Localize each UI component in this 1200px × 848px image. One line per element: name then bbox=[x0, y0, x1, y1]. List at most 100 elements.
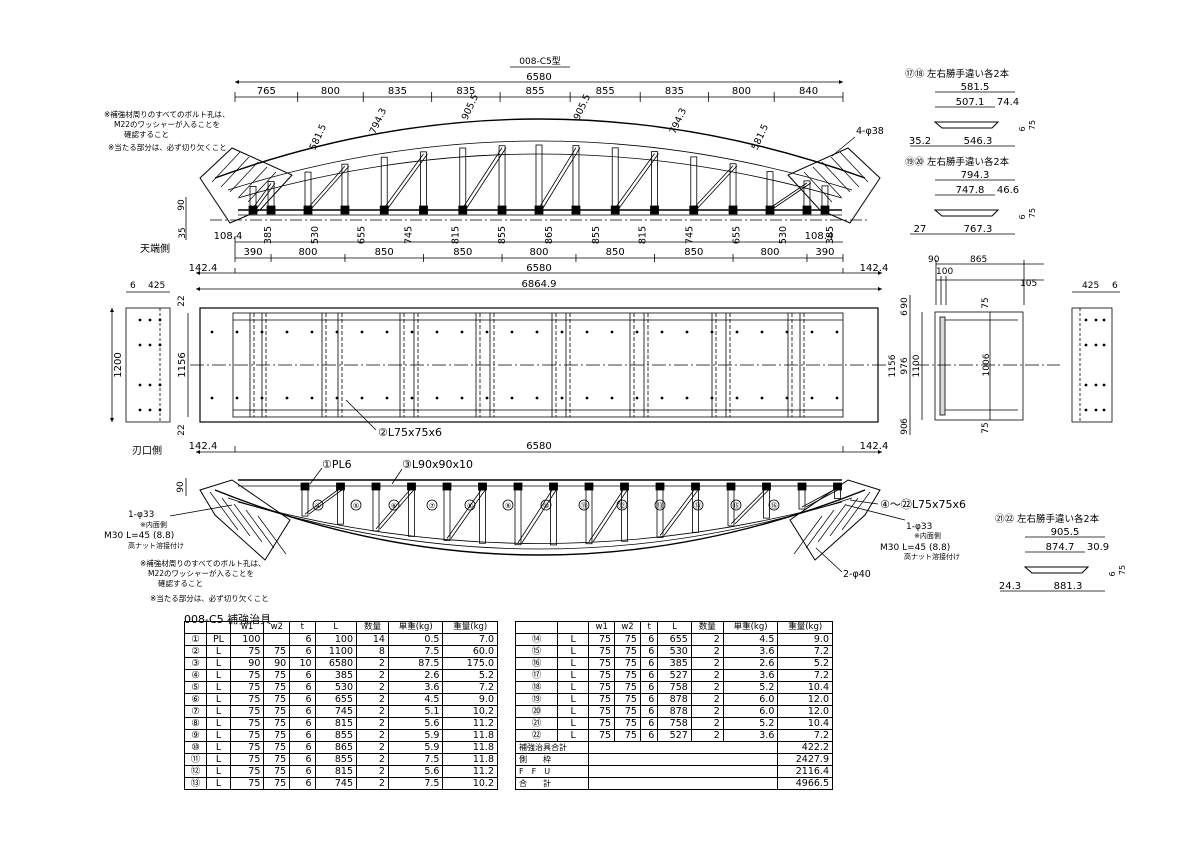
table-cell: 2 bbox=[690, 633, 724, 646]
table-cell: 6 bbox=[289, 717, 316, 730]
section-left-dim: 6 bbox=[900, 418, 910, 424]
table-cell: 6580 bbox=[314, 657, 358, 670]
table-cell: 75 bbox=[588, 681, 616, 694]
table-cell: L bbox=[205, 669, 231, 682]
top-upper-dim: 855 bbox=[596, 86, 615, 97]
table-cell: 855 bbox=[314, 753, 358, 766]
section-right-75-top: 75 bbox=[981, 297, 991, 308]
table-cell: ⑰ bbox=[515, 669, 558, 682]
table-cell: 7.5 bbox=[387, 777, 444, 790]
table-cell: 6 bbox=[289, 753, 316, 766]
table-cell: 6 bbox=[289, 633, 316, 646]
drawing-code: 008-C5型 bbox=[519, 56, 560, 67]
table-cell: 75 bbox=[614, 681, 641, 694]
table-cell: 2 bbox=[356, 657, 389, 670]
table-cell: L bbox=[205, 657, 231, 670]
table-cell: 7.2 bbox=[777, 669, 833, 682]
top-vert-height: 385 bbox=[263, 226, 274, 244]
table-cell: 6 bbox=[639, 669, 659, 682]
table-cell: ⑬ bbox=[184, 777, 207, 790]
detail-mid-length: 747.8 bbox=[956, 185, 985, 196]
table-cell: 6 bbox=[289, 645, 316, 658]
table-cell: 75 bbox=[263, 777, 291, 790]
table-cell: 3.6 bbox=[722, 729, 779, 742]
table-cell: 2 bbox=[690, 717, 724, 730]
plan-margin-left: 142.4 bbox=[189, 263, 218, 274]
table-header: 数量 bbox=[356, 621, 389, 634]
top-vert-height: 745 bbox=[404, 226, 415, 244]
table-cell: ③ bbox=[184, 657, 207, 670]
table-cell: 75 bbox=[229, 705, 265, 718]
summary-value: 2116.4 bbox=[777, 765, 833, 778]
table-cell: 12.0 bbox=[777, 705, 833, 718]
detail-title: ㉑㉒ 左右勝手違い各2本 bbox=[995, 513, 1100, 525]
table-cell: 100 bbox=[229, 633, 265, 646]
detail-mid-right: 74.4 bbox=[997, 97, 1019, 108]
table-cell: 2 bbox=[690, 657, 724, 670]
table-cell: 527 bbox=[657, 729, 692, 742]
top-note2: ※当たる部分は、必ず切り欠くこと bbox=[108, 142, 227, 152]
table-cell: 75 bbox=[588, 669, 616, 682]
detail-title: ⑰⑱ 左右勝手違い各2本 bbox=[905, 68, 1010, 80]
table-cell: 6 bbox=[289, 777, 316, 790]
summary-label: 合 計 bbox=[514, 777, 590, 790]
detail-bottom-left: 27 bbox=[914, 224, 927, 235]
table-cell: 5.2 bbox=[722, 681, 779, 694]
table-cell: 10.4 bbox=[777, 717, 833, 730]
top-upper-dim: 765 bbox=[257, 86, 276, 97]
table-cell: 6 bbox=[639, 633, 659, 646]
detail-bottom-length: 881.3 bbox=[1054, 581, 1083, 592]
plan-margin-right: 142.4 bbox=[860, 263, 889, 274]
table-cell: 6 bbox=[289, 681, 316, 694]
bottom-note1-c: 確認すること bbox=[158, 578, 203, 588]
table-cell: 5.1 bbox=[387, 705, 444, 718]
table-cell: 9.0 bbox=[777, 633, 833, 646]
table-cell: 7.5 bbox=[387, 645, 444, 658]
member-number-mark: ⑪ bbox=[581, 502, 588, 510]
section-right-75-bottom: 75 bbox=[981, 422, 991, 433]
side-label-bottom: 刃口側 bbox=[132, 444, 162, 457]
table-header bbox=[184, 621, 207, 634]
table-cell: 2 bbox=[356, 765, 389, 778]
table-cell: 5.6 bbox=[387, 765, 444, 778]
table-cell: 7.2 bbox=[777, 645, 833, 658]
member-number-mark: ⑭ bbox=[695, 502, 702, 510]
table-cell: 1100 bbox=[314, 645, 358, 658]
table-cell: 865 bbox=[314, 741, 358, 754]
table-cell: 11.8 bbox=[442, 741, 498, 754]
table-cell: 2 bbox=[356, 777, 389, 790]
table-cell: ⑩ bbox=[184, 741, 207, 754]
member-number-mark: ⑥ bbox=[391, 502, 397, 510]
top-upper-dim: 800 bbox=[732, 86, 751, 97]
bottom-l75-label: ④〜㉒L75x75x6 bbox=[880, 498, 966, 511]
table-cell: 75 bbox=[263, 717, 291, 730]
table-cell: ⑱ bbox=[515, 681, 558, 694]
table-cell: 75 bbox=[263, 729, 291, 742]
table-cell: 3.6 bbox=[722, 645, 779, 658]
table-header: 単重(kg) bbox=[387, 621, 444, 634]
top-overall-dim: 6580 bbox=[526, 72, 551, 83]
table-cell: 5.2 bbox=[722, 717, 779, 730]
bottom-left-dim: 90 bbox=[176, 481, 186, 493]
table-cell: L bbox=[205, 645, 231, 658]
top-diag-length: 581.5 bbox=[308, 123, 329, 152]
table-cell: 11.8 bbox=[442, 729, 498, 742]
table-cell: 745 bbox=[314, 705, 358, 718]
summary-value: 4966.5 bbox=[777, 777, 833, 790]
table-cell: 7.0 bbox=[442, 633, 498, 646]
summary-label: F F U bbox=[514, 765, 590, 778]
detail-thickness: 6 bbox=[1018, 126, 1027, 131]
table-cell: 2 bbox=[690, 705, 724, 718]
table-cell: 75 bbox=[263, 741, 291, 754]
detail-bottom-left: 35.2 bbox=[909, 136, 931, 147]
table-cell: ⑮ bbox=[515, 645, 558, 658]
table-cell: 75 bbox=[229, 717, 265, 730]
